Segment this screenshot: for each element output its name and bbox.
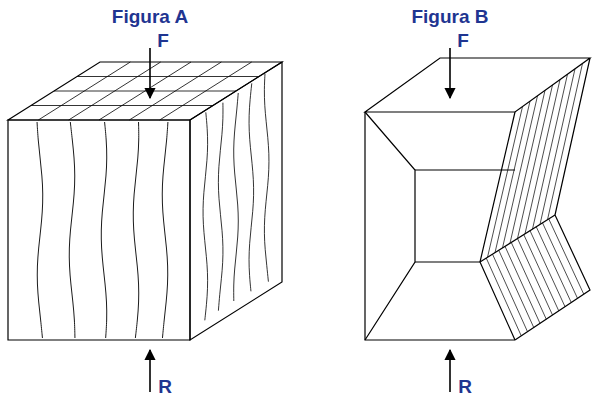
force-label: F: [457, 31, 469, 50]
figure-title: Figura B: [411, 7, 488, 26]
wood-grain: [31, 62, 269, 338]
reaction-label: R: [458, 377, 472, 396]
reaction-label: R: [158, 377, 172, 396]
force-arrow: [150, 48, 450, 392]
wood-cube: [8, 62, 282, 340]
shear-striations: [486, 63, 584, 335]
force-label: F: [157, 31, 169, 50]
figure-title: Figura A: [112, 7, 188, 26]
crushed-cube: [365, 58, 590, 340]
